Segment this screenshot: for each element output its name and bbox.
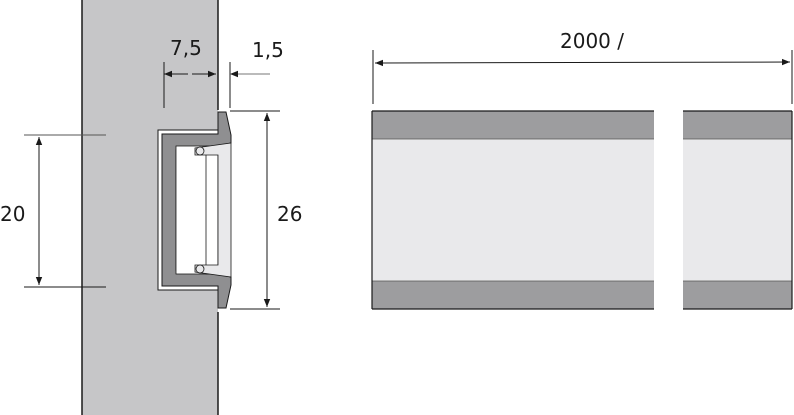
dimension-flange-thickness	[229, 62, 270, 108]
label-length: 2000 /	[560, 29, 624, 53]
dimension-total-height	[230, 110, 280, 310]
aluminium-profile	[157, 111, 232, 309]
dimension-profile-height	[24, 134, 106, 288]
label-recess-depth: 7,5	[170, 36, 202, 60]
strip-segment-right	[683, 110, 793, 310]
label-flange-thickness: 1,5	[252, 38, 284, 62]
led-strip-length-view	[371, 50, 793, 310]
strip-segment-left	[371, 110, 654, 310]
label-profile-height: 20	[0, 202, 26, 226]
label-total-height: 26	[277, 202, 303, 226]
dimension-recess-depth	[163, 62, 216, 108]
